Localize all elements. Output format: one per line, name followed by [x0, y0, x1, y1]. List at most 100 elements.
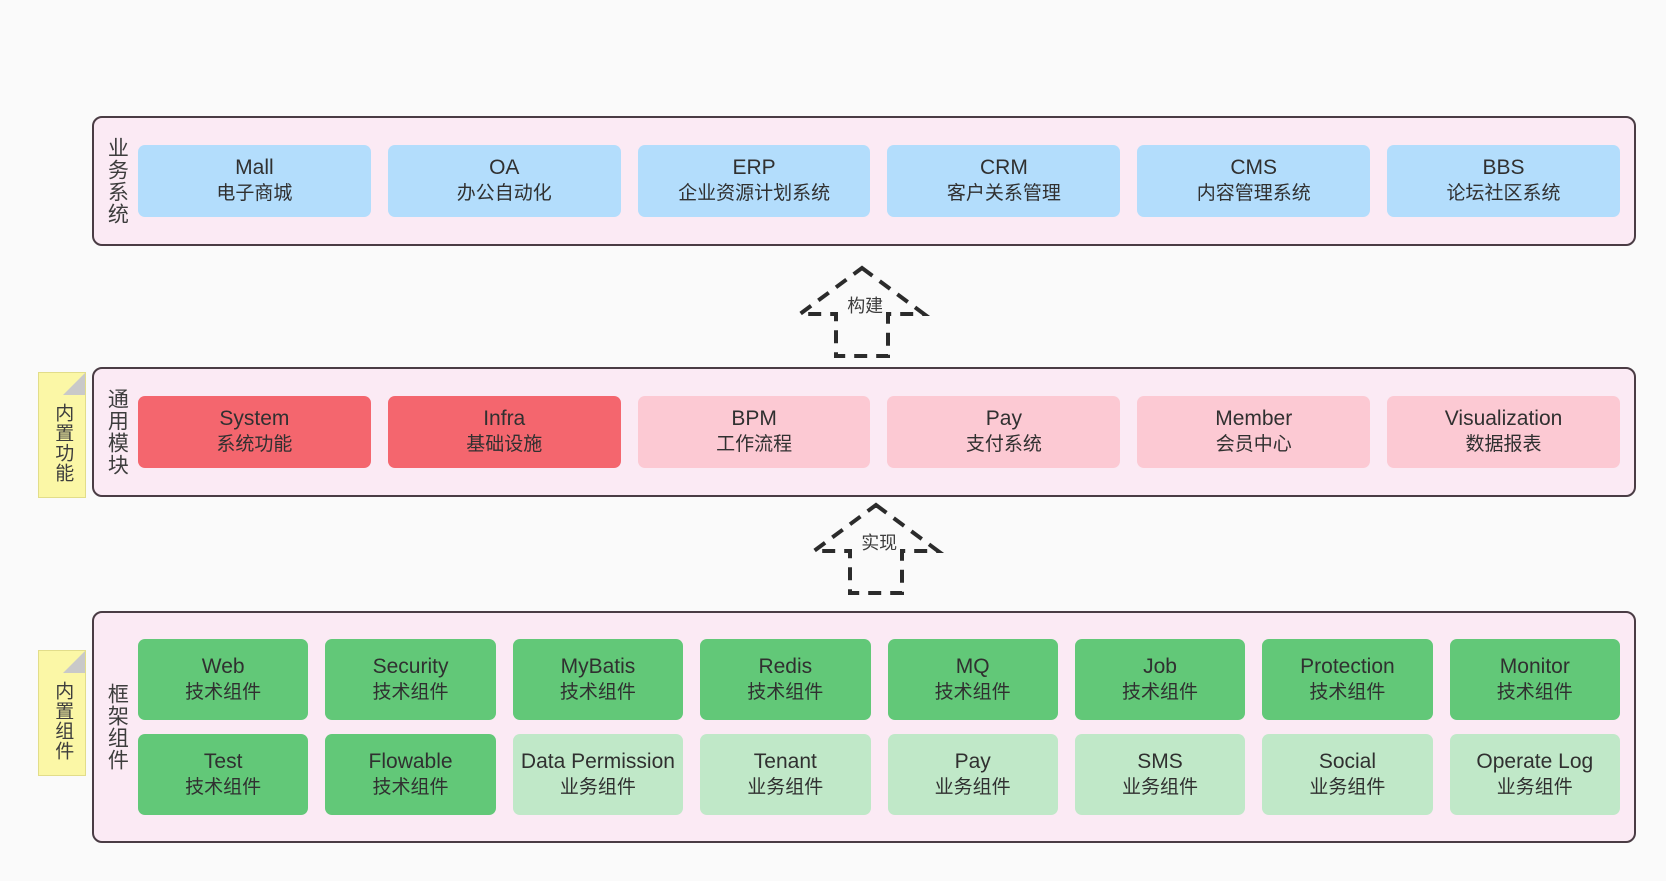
node-subtitle: 工作流程: [716, 434, 793, 456]
node-subtitle: 数据报表: [1465, 434, 1542, 456]
node-protection[interactable]: Protection 技术组件: [1262, 639, 1433, 720]
node-social[interactable]: Social 业务组件: [1262, 734, 1433, 815]
node-title: BBS: [1482, 156, 1525, 180]
node-subtitle: 业务组件: [934, 776, 1011, 798]
node-security[interactable]: Security 技术组件: [325, 639, 496, 720]
node-subtitle: 业务组件: [559, 776, 636, 798]
connector-build: 构建: [782, 265, 942, 358]
node-title: Operate Log: [1476, 749, 1594, 773]
node-sms[interactable]: SMS 业务组件: [1074, 734, 1246, 815]
node-subtitle: 业务组件: [1309, 776, 1386, 798]
node-title: Visualization: [1444, 407, 1563, 431]
node-pay-component[interactable]: Pay 业务组件: [887, 734, 1058, 815]
note-builtin-component: 内置组件: [38, 650, 86, 776]
node-subtitle: 技术组件: [372, 681, 449, 703]
node-system[interactable]: System 系统功能: [138, 396, 371, 468]
node-title: CRM: [979, 156, 1028, 180]
connector-implement: 实现: [796, 502, 956, 595]
layer-body-common-modules: System 系统功能 Infra 基础设施 BPM 工作流程 Pay 支付系统…: [138, 369, 1634, 495]
node-title: Social: [1318, 749, 1377, 773]
layer-row: Mall 电子商城 OA 办公自动化 ERP 企业资源计划系统 CRM 客户关系…: [138, 145, 1620, 217]
node-infra[interactable]: Infra 基础设施: [387, 396, 621, 468]
node-job[interactable]: Job 技术组件: [1074, 639, 1246, 720]
layer-row: System 系统功能 Infra 基础设施 BPM 工作流程 Pay 支付系统…: [138, 396, 1620, 468]
node-title: Job: [1143, 654, 1177, 678]
layer-row: Web 技术组件 Security 技术组件 MyBatis 技术组件 Redi…: [138, 639, 1620, 720]
node-redis[interactable]: Redis 技术组件: [700, 639, 871, 720]
layer-title-common-modules: 通用模块: [105, 388, 129, 476]
layer-row: Test 技术组件 Flowable 技术组件 Data Permission …: [138, 734, 1620, 815]
node-test[interactable]: Test 技术组件: [138, 734, 309, 815]
node-visualization[interactable]: Visualization 数据报表: [1387, 396, 1620, 468]
node-subtitle: 技术组件: [185, 681, 262, 703]
node-monitor[interactable]: Monitor 技术组件: [1449, 639, 1620, 720]
note-builtin-function: 内置功能: [38, 372, 86, 498]
node-subtitle: 论坛社区系统: [1446, 183, 1561, 205]
layer-title-framework-components: 框架组件: [105, 683, 129, 771]
node-cms[interactable]: CMS 内容管理系统: [1137, 145, 1371, 217]
node-member[interactable]: Member 会员中心: [1137, 396, 1371, 468]
node-pay-module[interactable]: Pay 支付系统: [887, 396, 1121, 468]
node-web[interactable]: Web 技术组件: [138, 639, 309, 720]
node-title: System: [219, 407, 290, 431]
node-subtitle: 电子商城: [216, 183, 293, 205]
node-title: CMS: [1230, 156, 1278, 180]
node-subtitle: 会员中心: [1215, 434, 1292, 456]
node-subtitle: 支付系统: [965, 434, 1042, 456]
layer-business-system: 业务系统 Mall 电子商城 OA 办公自动化 ERP 企业资源计划系统 CRM…: [92, 116, 1636, 246]
node-subtitle: 技术组件: [1496, 681, 1573, 703]
layer-body-business-system: Mall 电子商城 OA 办公自动化 ERP 企业资源计划系统 CRM 客户关系…: [138, 118, 1634, 244]
node-subtitle: 技术组件: [1122, 681, 1199, 703]
node-title: ERP: [732, 156, 776, 180]
node-subtitle: 办公自动化: [456, 183, 552, 205]
node-erp[interactable]: ERP 企业资源计划系统: [637, 145, 871, 217]
node-title: Monitor: [1499, 654, 1570, 678]
layer-common-modules: 通用模块 System 系统功能 Infra 基础设施 BPM 工作流程 Pay…: [92, 367, 1636, 497]
node-title: SMS: [1137, 749, 1183, 773]
node-mybatis[interactable]: MyBatis 技术组件: [512, 639, 684, 720]
node-title: Redis: [758, 654, 813, 678]
node-title: Mall: [235, 156, 274, 180]
node-subtitle: 技术组件: [185, 776, 262, 798]
node-title: Security: [372, 654, 449, 678]
node-mq[interactable]: MQ 技术组件: [887, 639, 1058, 720]
layer-title-business-system: 业务系统: [105, 137, 129, 225]
node-oa[interactable]: OA 办公自动化: [387, 145, 621, 217]
node-title: Test: [203, 749, 243, 773]
node-title: Data Permission: [520, 749, 675, 773]
node-data-permission[interactable]: Data Permission 业务组件: [512, 734, 684, 815]
note-builtin-function-label: 内置功能: [52, 403, 74, 483]
node-title: Tenant: [753, 749, 817, 773]
node-title: BPM: [731, 407, 777, 431]
node-flowable[interactable]: Flowable 技术组件: [325, 734, 496, 815]
node-bbs[interactable]: BBS 论坛社区系统: [1387, 145, 1620, 217]
node-subtitle: 业务组件: [1496, 776, 1573, 798]
node-mall[interactable]: Mall 电子商城: [138, 145, 371, 217]
node-title: MQ: [955, 654, 990, 678]
node-subtitle: 业务组件: [1122, 776, 1199, 798]
node-bpm[interactable]: BPM 工作流程: [637, 396, 871, 468]
connector-build-label: 构建: [847, 296, 884, 316]
node-tenant[interactable]: Tenant 业务组件: [700, 734, 871, 815]
node-title: Infra: [483, 407, 526, 431]
node-crm[interactable]: CRM 客户关系管理: [887, 145, 1121, 217]
node-title: Member: [1215, 407, 1293, 431]
node-title: Pay: [954, 749, 991, 773]
node-operate-log[interactable]: Operate Log 业务组件: [1449, 734, 1620, 815]
node-subtitle: 技术组件: [372, 776, 449, 798]
note-builtin-component-label: 内置组件: [52, 681, 74, 761]
node-title: Flowable: [368, 749, 453, 773]
connector-implement-shape: [807, 502, 945, 595]
node-subtitle: 内容管理系统: [1196, 183, 1311, 205]
node-subtitle: 业务组件: [747, 776, 824, 798]
node-subtitle: 系统功能: [216, 434, 293, 456]
node-title: Protection: [1300, 654, 1395, 678]
node-title: MyBatis: [560, 654, 636, 678]
layer-body-framework-components: Web 技术组件 Security 技术组件 MyBatis 技术组件 Redi…: [138, 613, 1634, 841]
node-subtitle: 企业资源计划系统: [678, 183, 831, 205]
connector-implement-label: 实现: [861, 533, 898, 553]
node-subtitle: 技术组件: [1309, 681, 1386, 703]
node-subtitle: 技术组件: [747, 681, 824, 703]
node-title: Web: [201, 654, 245, 678]
node-title: Pay: [985, 407, 1022, 431]
